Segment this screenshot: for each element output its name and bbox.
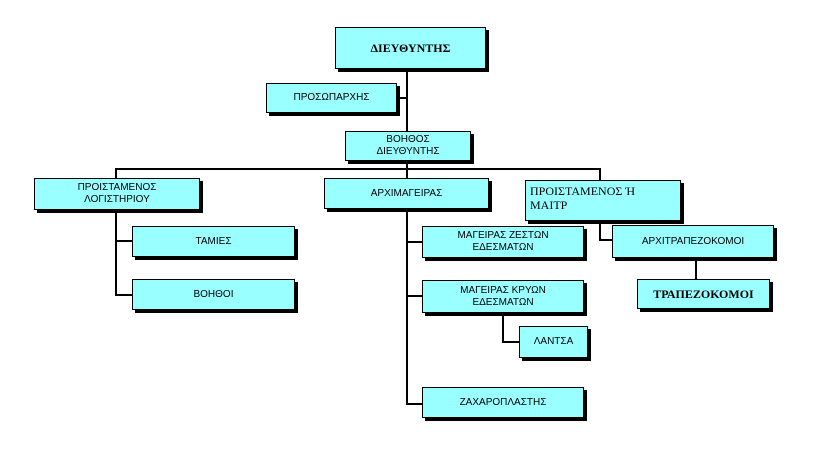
connector-assistants (115, 294, 132, 296)
connector-helper (502, 341, 519, 343)
connector-chef-drop (406, 168, 408, 178)
connector-head-waiters (599, 239, 612, 241)
connector-cold-cook (406, 295, 422, 297)
cashiers-box: ΤΑΜΙΕΣ (132, 226, 295, 257)
connector-waiters-vertical (695, 258, 697, 279)
pastry-chef-box: ΖΑΧΑΡΟΠΛΑΣΤΗΣ (422, 387, 584, 418)
hot-food-cook-box: ΜΑΓΕΙΡΑΣ ΖΕΣΤΩΝ ΕΔΕΣΜΑΤΩΝ (422, 226, 584, 258)
assistants-box: ΒΟΗΘΟΙ (132, 279, 295, 310)
connector-helper-vertical (502, 313, 504, 343)
connector-assistant-down (406, 161, 408, 169)
personnel-manager-box: ΠΡΟΣΩΠΑΡΧΗΣ (266, 83, 397, 113)
accounting-head-box: ΠΡΟΙΣΤΑΜΕΝΟΣ ΛΟΓΙΣΤΗΡΙΟΥ (34, 178, 200, 210)
kitchen-helper-box: ΛΑΝΤΣΑ (519, 326, 588, 358)
connector-dining-drop (599, 168, 601, 180)
connector-accounting-vertical (115, 210, 117, 296)
head-waiters-box: ΑΡΧΙΤΡΑΠΕΖΟΚΟΜΟΙ (612, 225, 774, 258)
waiters-box: ΤΡΑΠΕΖΟΚΟΜΟΙ (637, 279, 770, 309)
dining-head-box: ΠΡΟΙΣΤΑΜΕΝΟΣ Ή ΜΑΙΤΡ (525, 180, 681, 221)
connector-hot-cook (406, 241, 422, 243)
assistant-director-box: ΒΟΗΘΟΣ ΔΙΕΥΘΥΝΤΗΣ (345, 131, 471, 161)
connector-dining-vertical (599, 221, 601, 241)
connector-accounting-drop (115, 168, 117, 178)
connector-main-horizontal (115, 168, 601, 170)
connector-director-down (406, 69, 408, 131)
director-box: ΔΙΕΥΘΥΝΤΗΣ (335, 27, 486, 69)
connector-chef-vertical (406, 209, 408, 405)
connector-pastry (406, 403, 422, 405)
connector-personnel (397, 97, 408, 99)
cold-food-cook-box: ΜΑΓΕΙΡΑΣ ΚΡΥΩΝ ΕΔΕΣΜΑΤΩΝ (422, 280, 584, 313)
head-chef-box: ΑΡΧΙΜΑΓΕΙΡΑΣ (324, 178, 489, 209)
connector-cashiers (115, 240, 132, 242)
